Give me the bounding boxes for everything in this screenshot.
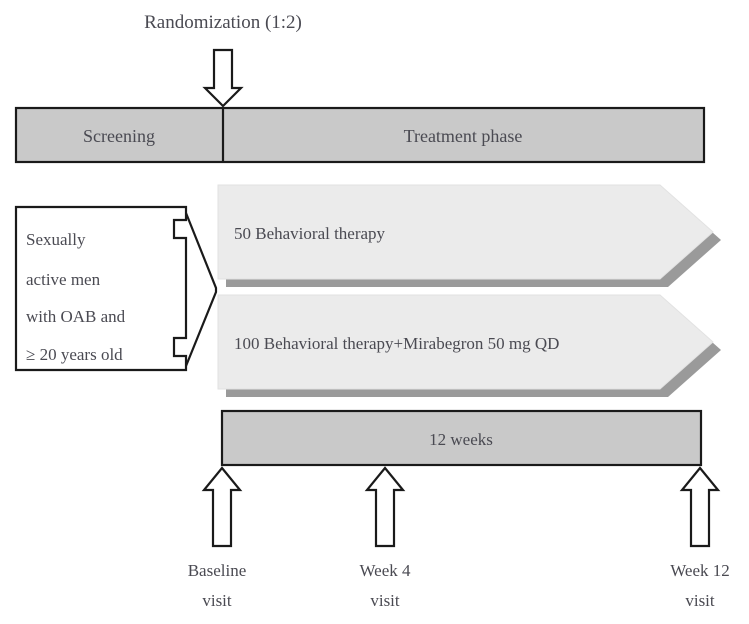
criteria-line-2: active men <box>26 270 101 289</box>
visit-label-baseline-line1: Baseline <box>188 561 247 580</box>
duration-label: 12 weeks <box>429 430 493 449</box>
arm-1-label: 50 Behavioral therapy <box>234 224 386 243</box>
visit-label-week-4-line1: Week 4 <box>359 561 411 580</box>
brace-fork-icon <box>184 212 218 367</box>
arm-1-arrow <box>217 184 714 280</box>
visit-label-week-12-line2: visit <box>685 591 715 610</box>
criteria-line-3: with OAB and <box>26 307 126 326</box>
visit-label-week-4-line2: visit <box>370 591 400 610</box>
arrow-down-icon <box>202 48 244 108</box>
duration-bar <box>220 409 703 467</box>
criteria-line-4: ≥ 20 years old <box>26 345 123 364</box>
phase-label-screening: Screening <box>83 126 155 146</box>
visit-label-baseline-line2: visit <box>202 591 232 610</box>
phase-bar <box>14 106 706 164</box>
arrow-up-icon-week-12 <box>679 466 721 548</box>
arm-2-arrow <box>217 294 714 390</box>
arm-2-label: 100 Behavioral therapy+Mirabegron 50 mg … <box>234 334 559 353</box>
arrow-up-icon-baseline <box>201 466 243 548</box>
eligibility-criteria-box <box>14 205 188 372</box>
criteria-line-1: Sexually <box>26 230 86 249</box>
randomization-label: Randomization (1:2) <box>144 12 302 33</box>
visit-label-week-12-line1: Week 12 <box>670 561 730 580</box>
phase-label-treatment: Treatment phase <box>404 126 523 146</box>
arrow-up-icon-week-4 <box>364 466 406 548</box>
